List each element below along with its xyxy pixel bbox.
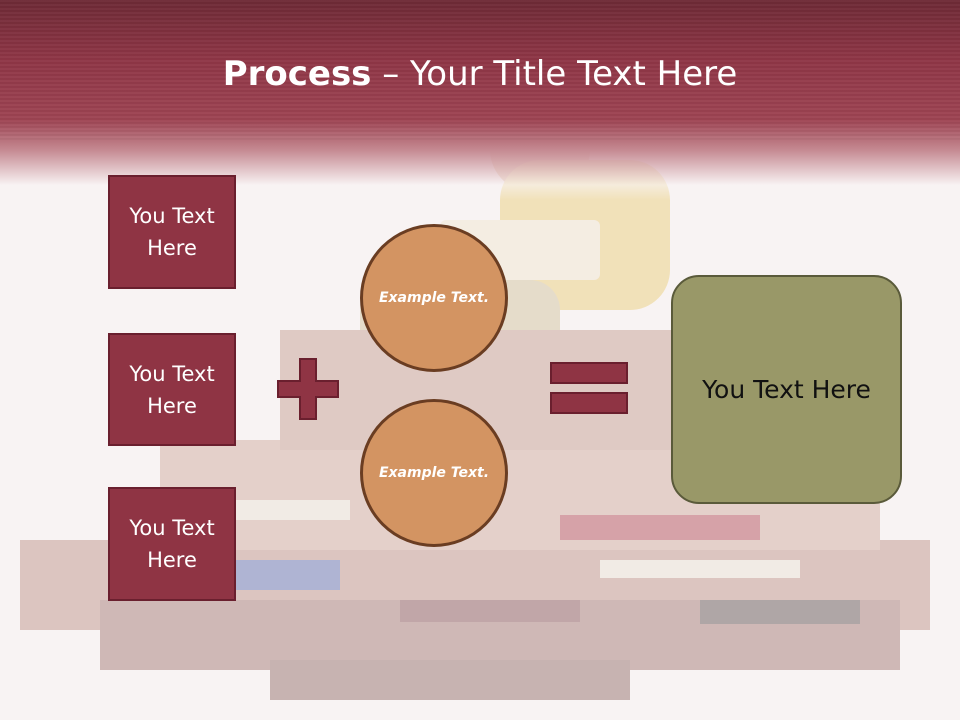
title-strong: Process xyxy=(222,54,372,94)
left-text-box-1: You Text Here xyxy=(108,175,236,289)
equals-icon xyxy=(550,362,628,414)
title-rest: – Your Title Text Here xyxy=(371,54,738,94)
result-box: You Text Here xyxy=(671,275,902,504)
plus-icon xyxy=(277,358,339,420)
example-circle-1: Example Text. xyxy=(360,224,508,372)
header-texture xyxy=(0,0,960,140)
slide-title: Process – Your Title Text Here xyxy=(0,52,960,96)
example-circle-2: Example Text. xyxy=(360,399,508,547)
header-band xyxy=(0,0,960,200)
left-text-box-2: You Text Here xyxy=(108,333,236,446)
left-text-box-3: You Text Here xyxy=(108,487,236,601)
